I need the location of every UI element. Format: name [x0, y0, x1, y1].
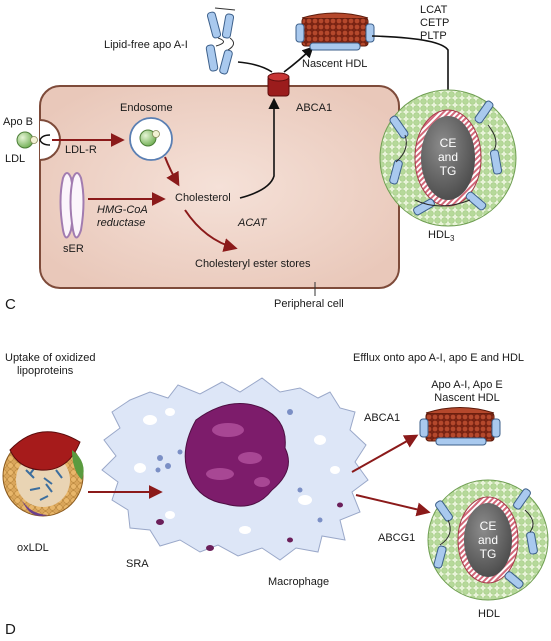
- hdl3-label-subscript: 3: [450, 234, 455, 244]
- ldl-receptor: [39, 134, 51, 146]
- hdl3-core-ce: CE: [439, 136, 457, 150]
- endosome-label: Endosome: [120, 102, 173, 114]
- macrophage-vesicles: [134, 408, 340, 534]
- hmg-coa-label-line2: reductase: [97, 217, 146, 229]
- hdl3-core-tg: TG: [439, 164, 457, 178]
- hdl3-label-base: HDL: [428, 229, 451, 241]
- ldl-particle: [16, 131, 38, 149]
- ldl-r-label: LDL-R: [65, 144, 97, 156]
- enzyme-pltp: PLTP: [420, 30, 447, 42]
- abca1-to-nascent-arrow: [283, 46, 314, 73]
- abca1-label-d: ABCA1: [364, 412, 401, 424]
- apoai-to-abca1-arrow: [237, 61, 273, 73]
- nucleus-texture: [206, 423, 270, 487]
- hdl-particle-icon: [427, 479, 549, 601]
- abca1-transporter-icon: [267, 72, 290, 97]
- enzyme-lcat: LCAT: [420, 4, 448, 16]
- ce-stores-label: Cholesteryl ester stores: [195, 258, 311, 270]
- oxldl-label: oxLDL: [17, 542, 49, 554]
- nascent-to-hdl3-arrow: [371, 35, 454, 103]
- uptake-label-line2: lipoproteins: [17, 365, 74, 377]
- abcg1-efflux-arrow: [355, 494, 431, 517]
- acat-label: ACAT: [238, 217, 267, 229]
- abca1-efflux-arrow: [351, 434, 419, 473]
- hdl3-core-and: and: [437, 150, 459, 164]
- hdl3-particle-icon: [379, 89, 517, 227]
- lipid-free-apoai-label: Lipid-free apo A-I: [104, 39, 188, 51]
- apo-b-label: Apo B: [3, 116, 33, 128]
- panel-d-letter: D: [5, 621, 16, 638]
- hdl-core-and: and: [477, 533, 499, 547]
- hdl3-label: HDL3: [428, 229, 455, 244]
- macrophage-dark-granules: [156, 502, 343, 551]
- apo-label-line2: Nascent HDL: [434, 392, 500, 404]
- hdl-core-tg: TG: [479, 547, 497, 561]
- endosome-arrow: [164, 156, 180, 187]
- cholesterol-to-abca1-arrow: [239, 97, 280, 199]
- ldl-label: LDL: [5, 153, 26, 165]
- endosome-ldl-icon: [139, 129, 157, 147]
- hdl-label: HDL: [478, 608, 501, 620]
- ser-label: sER: [63, 243, 84, 255]
- sra-label: SRA: [126, 558, 149, 570]
- enzyme-cetp: CETP: [420, 17, 450, 29]
- lipid-free-apoai-icon: [205, 7, 236, 75]
- hmg-coa-label-line1: HMG-CoA: [97, 204, 148, 216]
- nascent-hdl-disc-d-icon: [419, 407, 501, 446]
- abcg1-label: ABCG1: [378, 532, 416, 544]
- macrophage-granules: [155, 409, 323, 523]
- peripheral-cell-label: Peripheral cell: [274, 298, 344, 310]
- macrophage-label: Macrophage: [268, 576, 330, 588]
- oxldl-particle-icon: [2, 431, 84, 517]
- panel-c-letter: C: [5, 296, 16, 313]
- efflux-label: Efflux onto apo A-I, apo E and HDL: [353, 352, 525, 364]
- hdl-core-ce: CE: [479, 519, 497, 533]
- nascent-hdl-disc-icon: [295, 12, 375, 51]
- nascent-hdl-label: Nascent HDL: [302, 58, 368, 70]
- abca1-label-c: ABCA1: [296, 102, 333, 114]
- apo-label-line1: Apo A-I, Apo E: [431, 379, 503, 391]
- uptake-label-line1: Uptake of oxidized: [5, 352, 96, 364]
- ser-icon: [59, 172, 85, 239]
- acat-arrow: [184, 209, 238, 252]
- cholesterol-label: Cholesterol: [175, 192, 231, 204]
